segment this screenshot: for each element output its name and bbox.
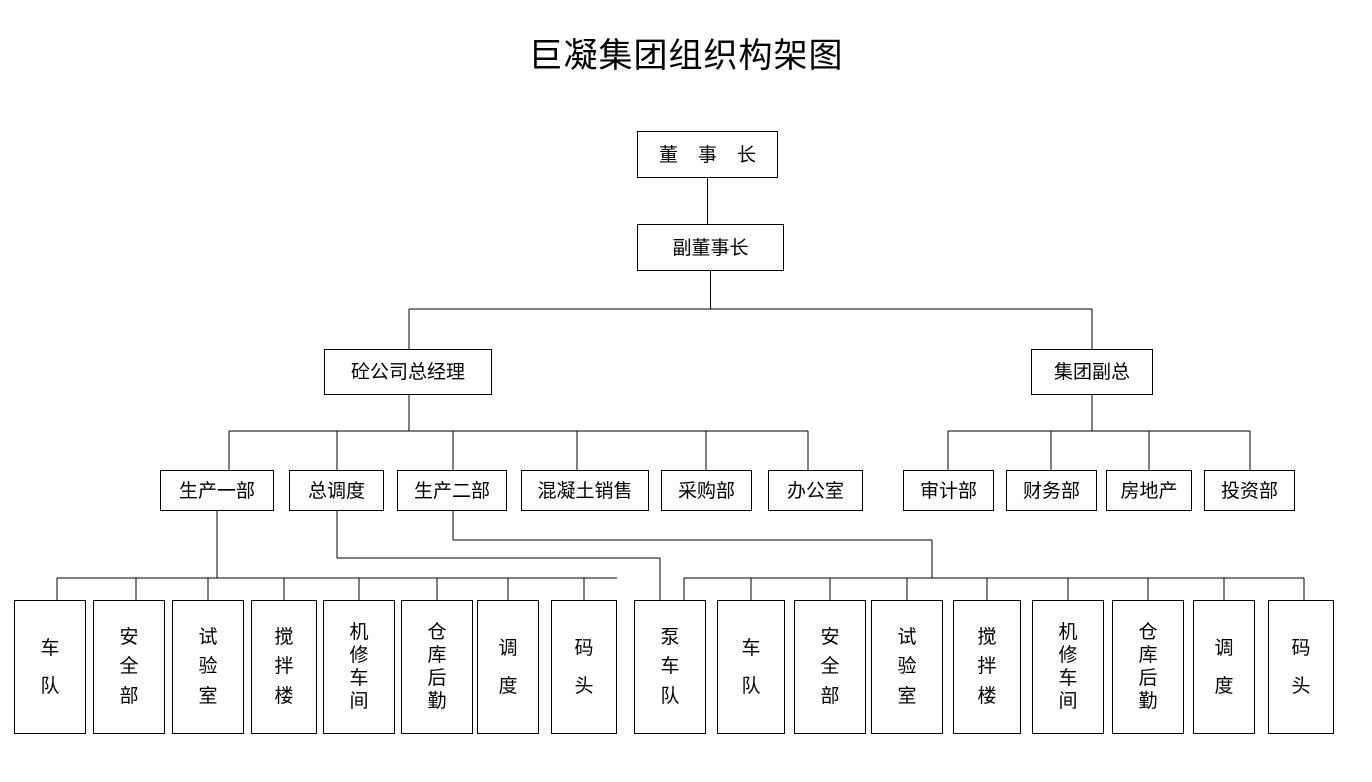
leaf2-node-repair-workshop-label: 机修车间 <box>1058 621 1078 712</box>
leaf1-node-wharf-label: 码头 <box>574 637 594 697</box>
leaf2-node-fleet-label: 车队 <box>741 637 761 697</box>
leaf1-node-fleet-label: 车队 <box>40 637 60 697</box>
page-title: 巨凝集团组织构架图 <box>528 36 844 76</box>
leaf1-node-fleet[interactable]: 车队 <box>14 600 86 734</box>
node-audit-dept-label: 审计部 <box>919 479 977 502</box>
node-vice-chairman[interactable]: 副董事长 <box>637 224 784 271</box>
node-production-dept-2[interactable]: 生产二部 <box>397 470 507 511</box>
node-concrete-general-manager[interactable]: 砼公司总经理 <box>324 349 492 395</box>
leaf1-node-mixing-plant[interactable]: 搅拌楼 <box>251 600 317 734</box>
leaf2-node-repair-workshop[interactable]: 机修车间 <box>1032 600 1104 734</box>
node-group-vice-president-label: 集团副总 <box>1053 361 1130 383</box>
node-audit-dept[interactable]: 审计部 <box>903 470 994 511</box>
leaf1-node-repair-workshop[interactable]: 机修车间 <box>323 600 395 734</box>
leaf2-node-warehouse-logistics[interactable]: 仓库后勤 <box>1112 600 1184 734</box>
node-chief-dispatch-label: 总调度 <box>307 479 365 502</box>
node-purchasing-dept-label: 采购部 <box>677 479 735 502</box>
node-purchasing-dept[interactable]: 采购部 <box>661 470 752 511</box>
node-real-estate[interactable]: 房地产 <box>1106 470 1192 511</box>
node-office[interactable]: 办公室 <box>768 470 863 511</box>
leaf2-node-safety-dept-label: 安全部 <box>820 625 840 707</box>
leaf1-node-safety-dept[interactable]: 安全部 <box>93 600 165 734</box>
node-production-dept-1-label: 生产一部 <box>178 479 255 502</box>
leaf2-node-wharf[interactable]: 码头 <box>1268 600 1334 734</box>
node-group-vice-president[interactable]: 集团副总 <box>1031 349 1153 395</box>
leaf1-node-lab-label: 试验室 <box>198 625 218 707</box>
node-concrete-sales-label: 混凝土销售 <box>537 479 633 502</box>
node-concrete-sales[interactable]: 混凝土销售 <box>521 470 649 511</box>
leaf2-node-dispatch-label: 调度 <box>1214 637 1234 697</box>
node-finance-dept-label: 财务部 <box>1022 479 1080 502</box>
node-production-dept-1[interactable]: 生产一部 <box>160 470 274 511</box>
node-chief-dispatch[interactable]: 总调度 <box>289 470 384 511</box>
node-investment-dept[interactable]: 投资部 <box>1204 470 1295 511</box>
leaf2-node-mixing-plant-label: 搅拌楼 <box>977 625 997 707</box>
leaf2-node-warehouse-logistics-label: 仓库后勤 <box>1138 621 1158 712</box>
node-office-label: 办公室 <box>786 479 844 502</box>
leaf2-node-pump-fleet-label: 泵车队 <box>660 625 680 707</box>
leaf2-node-lab-label: 试验室 <box>897 625 917 707</box>
leaf1-node-mixing-plant-label: 搅拌楼 <box>274 625 294 707</box>
node-chairman-label: 董 事 长 <box>658 143 764 166</box>
node-vice-chairman-label: 副董事长 <box>672 236 749 259</box>
leaf2-node-fleet[interactable]: 车队 <box>717 600 785 734</box>
leaf1-node-dispatch-label: 调度 <box>498 637 518 697</box>
leaf1-node-dispatch[interactable]: 调度 <box>477 600 539 734</box>
leaf1-node-safety-dept-label: 安全部 <box>119 625 139 707</box>
leaf2-node-safety-dept[interactable]: 安全部 <box>794 600 866 734</box>
node-concrete-general-manager-label: 砼公司总经理 <box>350 361 465 383</box>
node-production-dept-2-label: 生产二部 <box>413 479 490 502</box>
node-finance-dept[interactable]: 财务部 <box>1006 470 1097 511</box>
leaf1-node-lab[interactable]: 试验室 <box>172 600 244 734</box>
node-chairman[interactable]: 董 事 长 <box>637 131 778 178</box>
leaf1-node-wharf[interactable]: 码头 <box>551 600 617 734</box>
leaf2-node-dispatch[interactable]: 调度 <box>1193 600 1255 734</box>
node-investment-dept-label: 投资部 <box>1220 479 1278 502</box>
leaf2-node-wharf-label: 码头 <box>1291 637 1311 697</box>
leaf1-node-repair-workshop-label: 机修车间 <box>349 621 369 712</box>
leaf2-node-lab[interactable]: 试验室 <box>871 600 943 734</box>
leaf1-node-warehouse-logistics-label: 仓库后勤 <box>427 621 447 712</box>
leaf2-node-pump-fleet[interactable]: 泵车队 <box>634 600 706 734</box>
leaf2-node-mixing-plant[interactable]: 搅拌楼 <box>953 600 1021 734</box>
leaf1-node-warehouse-logistics[interactable]: 仓库后勤 <box>401 600 473 734</box>
node-real-estate-label: 房地产 <box>1120 479 1178 502</box>
